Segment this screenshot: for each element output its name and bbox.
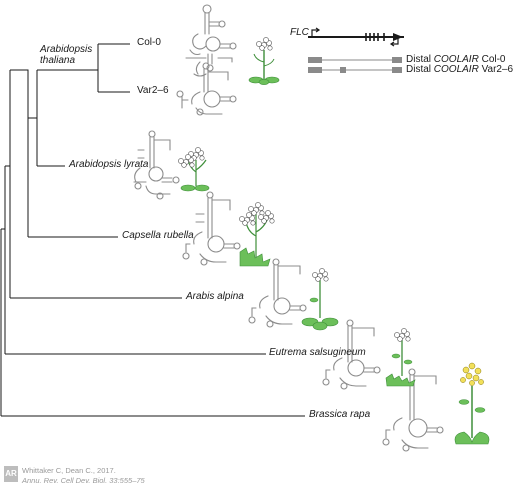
species-label-lyrata: Arabidopsis lyrata (69, 159, 149, 170)
rna-structure-eutrema (322, 319, 381, 390)
plant-arabis-icon (301, 268, 339, 331)
plant-capsella-icon (239, 202, 275, 267)
species-label-arabis: Arabis alpina (186, 291, 244, 302)
rna-structure-arabis (248, 258, 307, 328)
species-label-brassica: Brassica rapa (309, 409, 371, 420)
plant-illustrations (178, 37, 490, 445)
credit-line-1: Whittaker C, Dean C., 2017. (22, 466, 116, 475)
phylogeny-figure: Arabidopsis thaliana Col-0 Var2–6 Arabid… (0, 4, 513, 485)
clade-label-line1: Arabidopsis (40, 44, 93, 55)
plant-lyrata-icon (178, 147, 210, 192)
species-label-capsella: Capsella rubella (122, 230, 194, 241)
species-label-eutrema: Eutrema salsugineum (269, 347, 366, 358)
plant-col0-icon (248, 37, 280, 85)
legend-coolair-var: Distal COOLAIR Var2–6 (406, 64, 513, 75)
rna-structures (133, 4, 444, 452)
node-capsella-stem (10, 69, 29, 237)
clade-label-line2: thaliana (40, 55, 76, 66)
flc-tss-arrow-right (392, 37, 399, 45)
rna-structure-var (176, 62, 237, 116)
node-eutrema-stem (1, 166, 6, 354)
plant-eutrema-icon (385, 328, 416, 387)
flc-tss-arrow-left (311, 29, 318, 37)
plant-brassica-icon (454, 362, 490, 445)
accession-label-col0: Col-0 (137, 37, 161, 48)
node-lyrata-stem (28, 70, 38, 166)
rna-structure-lyrata (133, 130, 180, 200)
rna-structure-col0 (185, 4, 237, 77)
credit-line-2: Annu. Rev. Cell Dev. Biol. 33:555–75 (22, 476, 145, 485)
coolair-col0-transcript (308, 57, 402, 63)
gene-model-inset (308, 27, 404, 73)
rna-structure-capsella (182, 191, 241, 266)
flc-exons (365, 33, 385, 41)
coolair-var-transcript (308, 67, 402, 73)
gene-label-flc: FLC (290, 27, 309, 38)
accession-label-var: Var2–6 (137, 85, 169, 96)
annual-reviews-logo: AR (4, 466, 18, 482)
node-thaliana-stem (37, 44, 99, 92)
node-arabis-stem (5, 70, 11, 298)
phylogenetic-tree (0, 43, 305, 417)
legend-coolair-col0: Distal COOLAIR Col-0 (406, 54, 506, 65)
